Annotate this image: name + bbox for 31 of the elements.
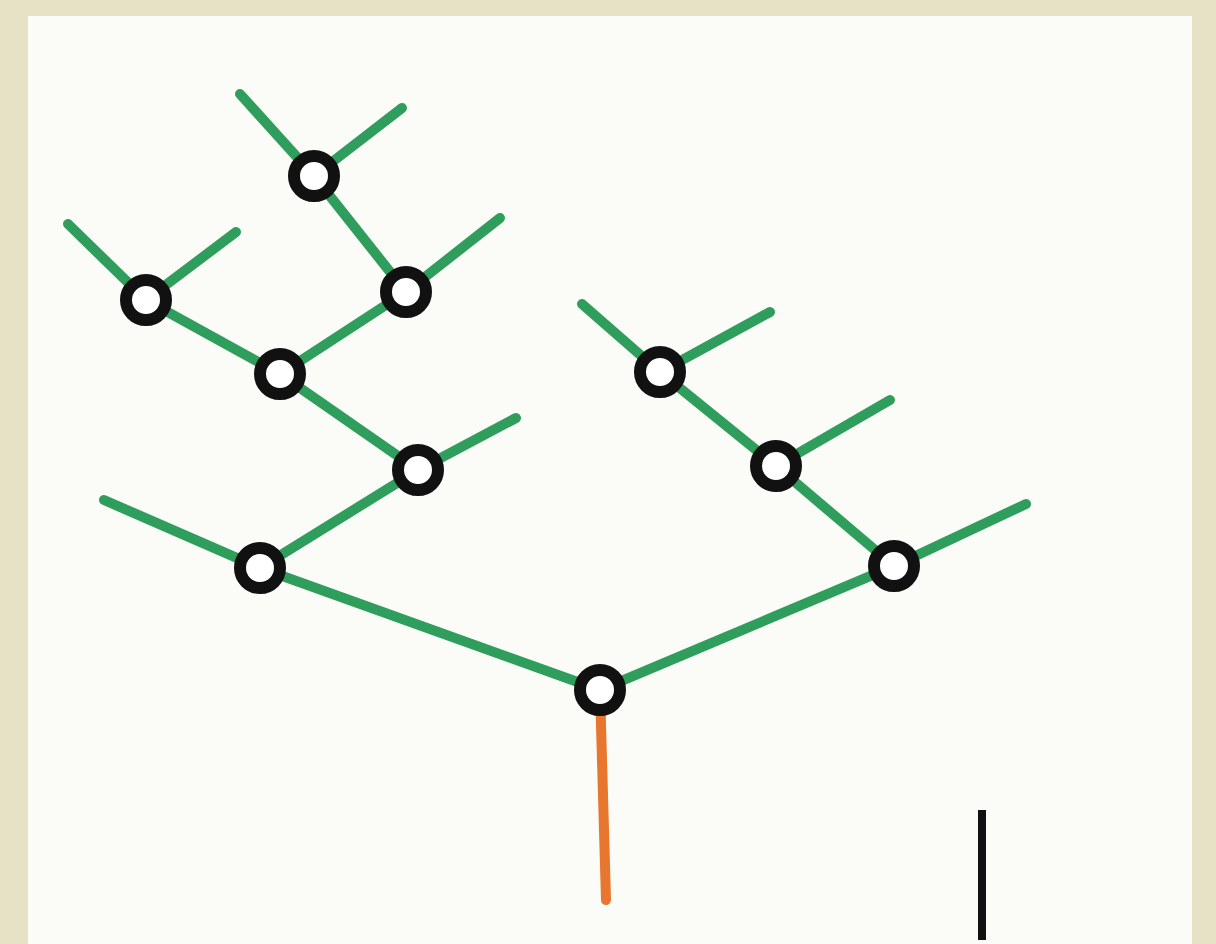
branch-line [790,477,880,555]
branch-line [235,89,302,162]
branch-line [161,227,241,290]
node-circle [234,542,286,594]
node-circle [634,346,686,398]
branch-line [163,307,263,367]
branch-line [618,571,876,685]
branch-line [421,213,505,281]
branch-line [296,301,390,365]
branch-line [912,499,1031,560]
node-circle [868,540,920,592]
branch-line [63,219,133,287]
branch-line [329,103,407,166]
branch-line [325,191,395,277]
branch-line [793,395,895,458]
branch-line [595,711,611,905]
node-circle [288,150,340,202]
node-circle [254,348,306,400]
node-circle [574,664,626,716]
branch-line [677,307,775,365]
node-circle [750,440,802,492]
node-circle [120,274,172,326]
branch-line [99,495,242,563]
branch-line [675,383,761,455]
branch-line [296,383,402,461]
branch-line [277,478,401,560]
node-circle [380,266,432,318]
branch-line [279,571,581,687]
node-circle [392,444,444,496]
branch-line [577,299,646,360]
branch-line [435,413,521,463]
